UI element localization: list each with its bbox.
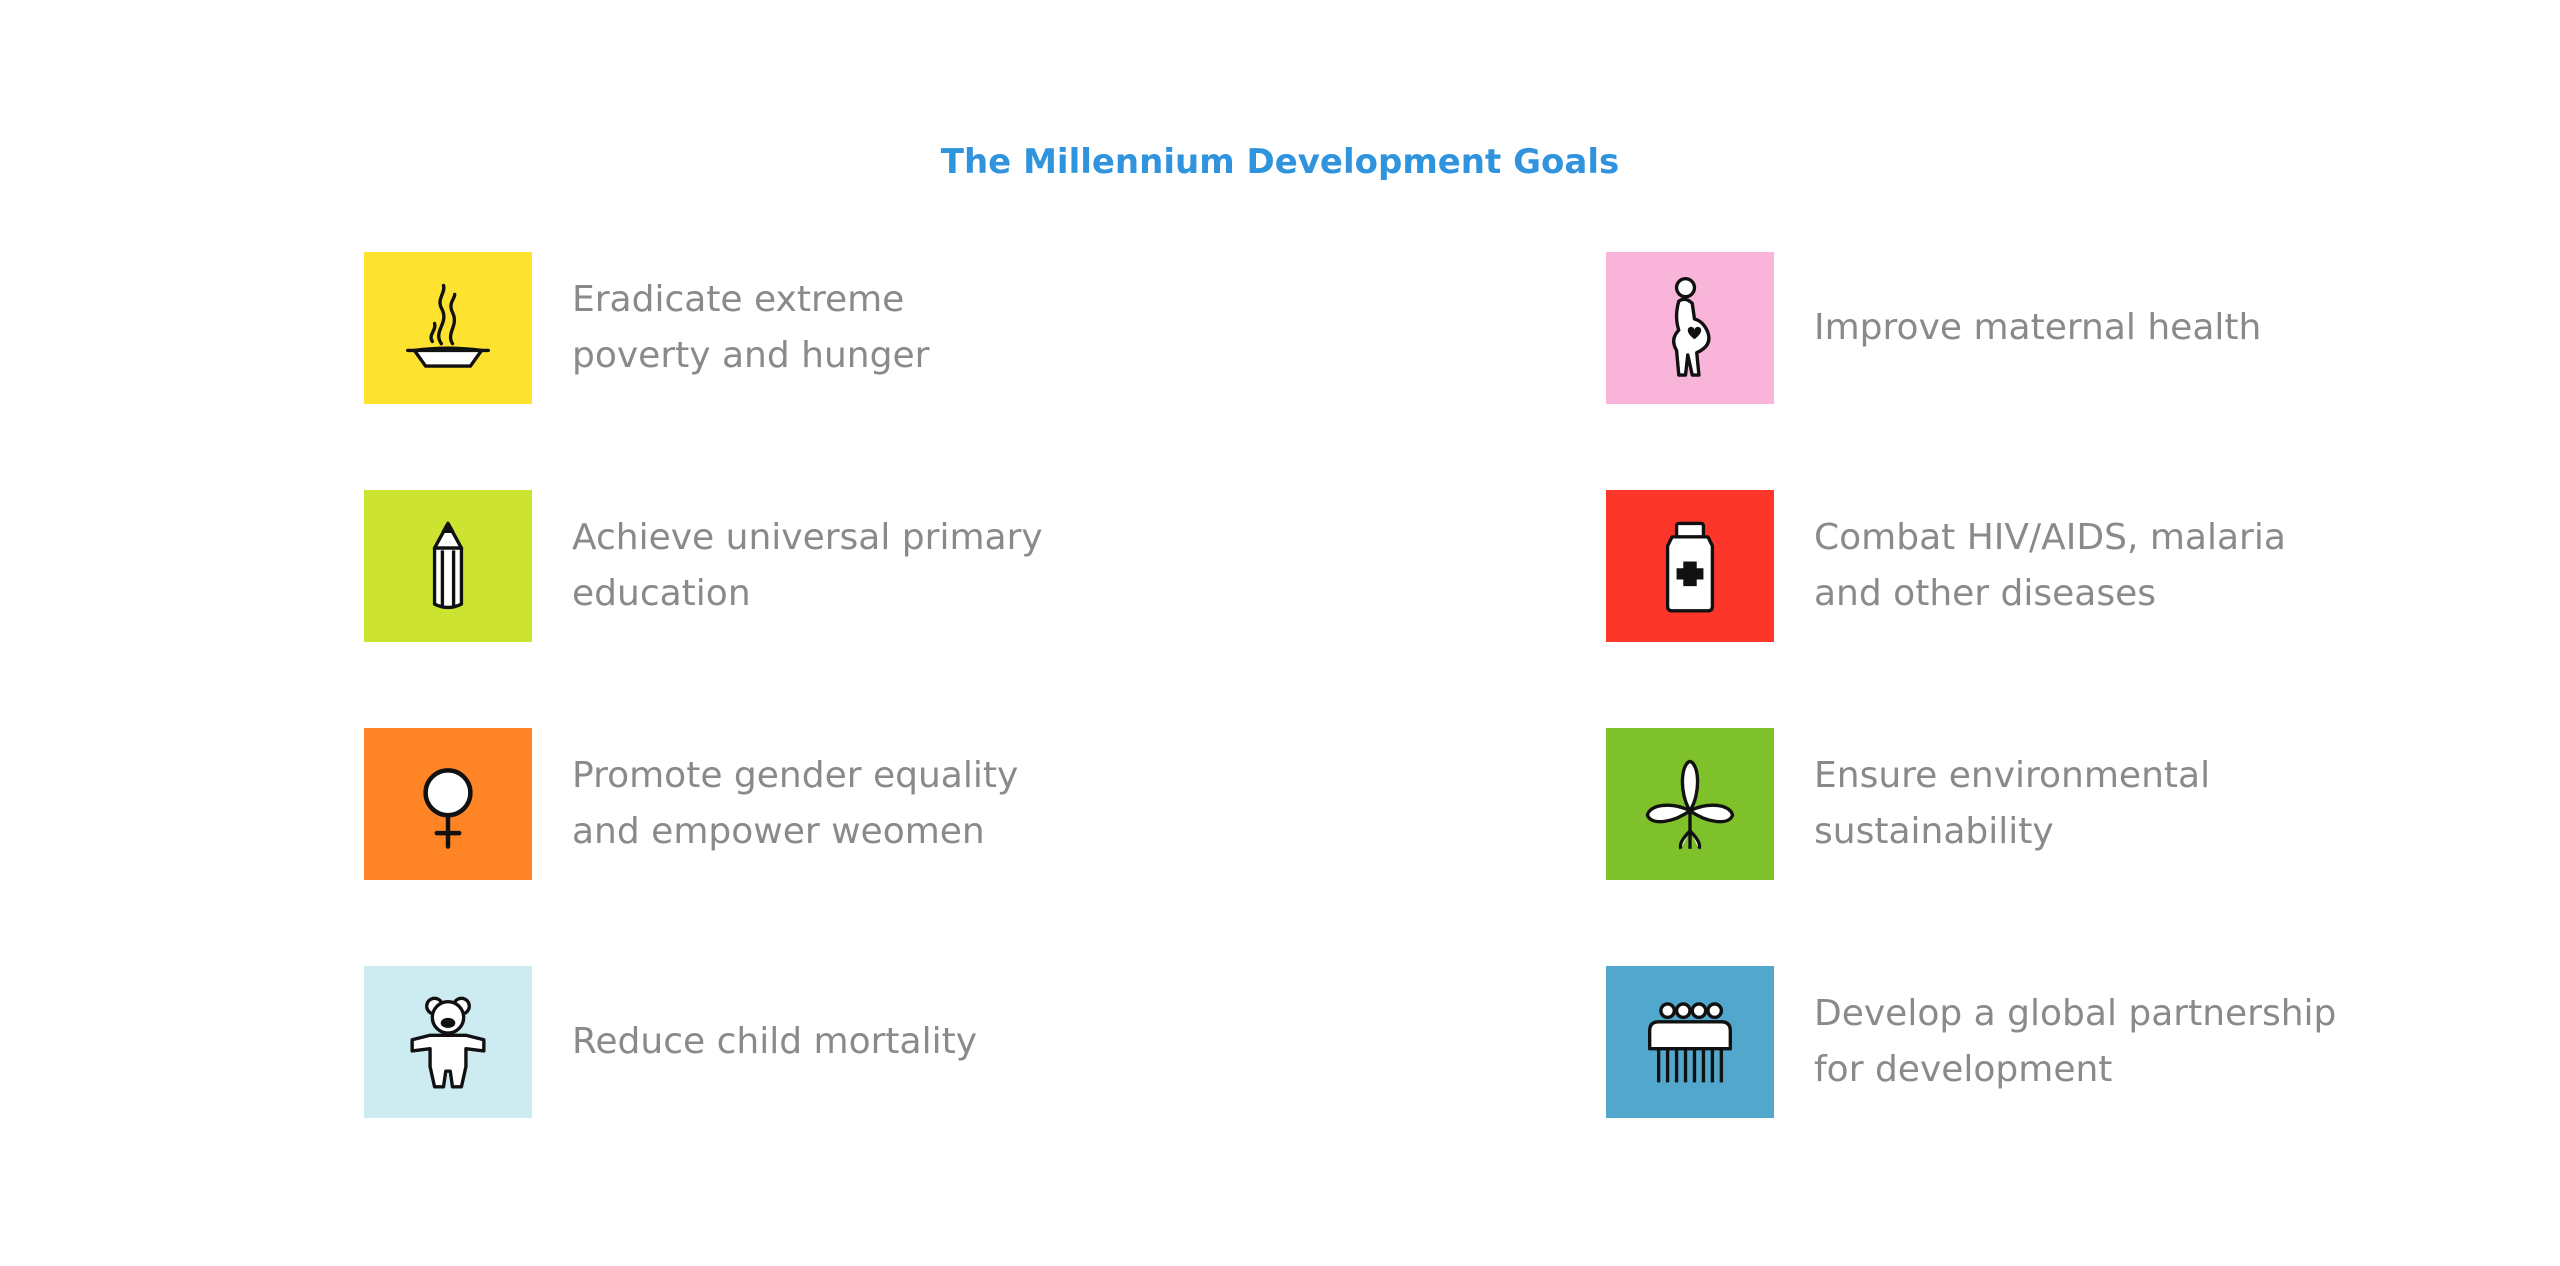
goal-tile — [1606, 966, 1774, 1118]
goal-tile — [364, 252, 532, 404]
goal-tile — [364, 966, 532, 1118]
goal-label: Achieve universal primary education — [572, 517, 1043, 614]
goal-item: Promote gender equality and empower weom… — [364, 728, 1364, 880]
steaming-bowl-icon — [406, 283, 490, 368]
goal-label: Improve maternal health — [1814, 307, 2262, 348]
medicine-bottle-icon — [1665, 521, 1715, 613]
goal-label: Develop a global partnership for develop… — [1814, 993, 2337, 1090]
goal-item: Achieve universal primary education — [364, 490, 1364, 642]
goal-label: Ensure environmental sustainability — [1814, 755, 2211, 852]
goal-label: Eradicate extreme poverty and hunger — [572, 279, 930, 376]
goal-label: Promote gender equality and empower weom… — [572, 755, 1019, 852]
goal-item: Reduce child mortality — [364, 966, 1364, 1118]
pregnant-woman-icon — [1672, 277, 1711, 377]
page-title: The Millennium Development Goals — [940, 142, 1620, 182]
goal-item: Eradicate extreme poverty and hunger — [364, 252, 1364, 404]
goal-item: Develop a global partnership for develop… — [1606, 966, 2560, 1118]
pencil-icon — [432, 521, 464, 610]
goal-tile — [1606, 252, 1774, 404]
goal-item: Improve maternal health — [1606, 252, 2560, 404]
female-symbol-icon — [423, 768, 473, 849]
teddy-bear-icon — [410, 996, 486, 1089]
group-of-people-icon — [1648, 1002, 1732, 1083]
plant-leaves-icon — [1645, 759, 1735, 850]
goal-tile — [1606, 728, 1774, 880]
goal-tile — [364, 728, 532, 880]
goal-tile — [364, 490, 532, 642]
goal-tile — [1606, 490, 1774, 642]
goal-item: Ensure environmental sustainability — [1606, 728, 2560, 880]
goal-label: Combat HIV/AIDS, malaria and other disea… — [1814, 517, 2286, 614]
goal-item: Combat HIV/AIDS, malaria and other disea… — [1606, 490, 2560, 642]
goal-label: Reduce child mortality — [572, 1021, 977, 1062]
